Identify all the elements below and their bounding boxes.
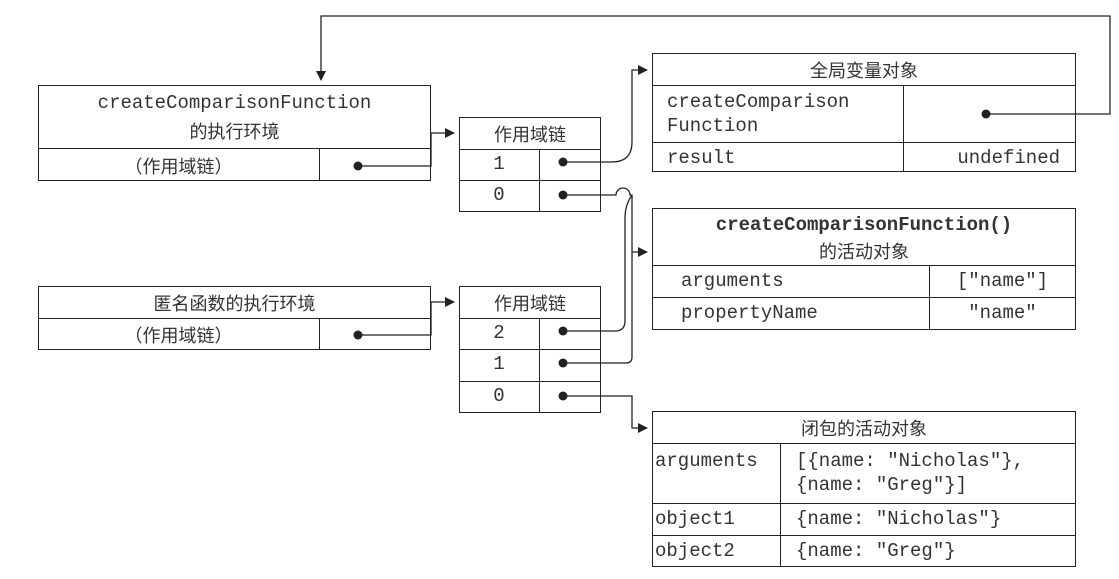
connector-line: [563, 252, 633, 364]
scope-chain-top-box: [459, 117, 601, 212]
connector-line: [563, 187, 648, 257]
divider: [652, 443, 1076, 444]
divider: [652, 297, 1076, 298]
create-activation-object-box: [652, 208, 1076, 330]
anon-context-scope-label: （作用域链）: [124, 326, 233, 347]
divider: [929, 265, 930, 330]
connector-line: [316, 15, 1111, 115]
divider: [459, 381, 601, 382]
create-activation-row-name: propertyName: [681, 302, 818, 324]
create-execution-context-box: [38, 85, 431, 181]
create-activation-row-value: ["name"]: [956, 270, 1049, 292]
pointer-dot: [353, 330, 363, 340]
connector-line: [563, 395, 648, 433]
divider: [652, 85, 1076, 86]
divider: [319, 148, 320, 181]
scope-chain-bottom-index: 0: [493, 385, 505, 407]
divider: [459, 349, 601, 350]
connector-line: [358, 128, 455, 167]
divider: [459, 149, 601, 150]
create-context-title-line1: createComparisonFunction: [97, 92, 372, 114]
divider: [539, 149, 540, 212]
closure-activation-row-name: object1: [655, 508, 735, 530]
global-object-row2-name: result: [667, 147, 736, 169]
pointer-dot: [558, 358, 568, 368]
global-variable-object-box: [652, 53, 1076, 172]
create-activation-title-line2: 的活动对象: [819, 242, 909, 263]
scope-chain-top-index: 0: [493, 184, 505, 206]
create-context-title-line2: 的执行环境: [189, 122, 280, 143]
divider: [652, 142, 1076, 143]
pointer-dot: [558, 190, 568, 200]
divider: [652, 265, 1076, 266]
connector-line: [563, 65, 648, 163]
closure-activation-title: 闭包的活动对象: [801, 419, 927, 440]
divider: [38, 148, 431, 149]
pointer-dot: [353, 161, 363, 171]
create-activation-row-name: arguments: [681, 270, 784, 292]
global-object-row2-value: undefined: [957, 147, 1060, 169]
global-object-row1-name: Function: [667, 115, 759, 137]
divider: [459, 180, 601, 181]
closure-activation-row-value: {name: "Nicholas"}: [796, 508, 1002, 530]
divider: [652, 503, 1076, 504]
divider: [539, 318, 540, 413]
scope-chain-bottom-title: 作用域链: [494, 294, 566, 315]
closure-activation-row-value: {name: "Greg"}]: [796, 474, 968, 496]
create-activation-row-value: "name": [968, 302, 1037, 324]
scope-chain-top-title: 作用域链: [494, 125, 566, 146]
scope-chain-bottom-index: 2: [493, 322, 505, 344]
pointer-dot: [981, 109, 991, 119]
connector-line: [563, 194, 633, 332]
closure-activation-row-name: object2: [655, 540, 735, 562]
divider: [319, 318, 320, 350]
scope-chain-bottom-index: 1: [493, 353, 505, 375]
pointer-dot: [558, 326, 568, 336]
create-activation-title-line1: createComparisonFunction(): [715, 214, 1013, 236]
scope-chain-top-index: 1: [493, 153, 505, 175]
closure-activation-row-value: [{name: "Nicholas"},: [796, 450, 1025, 472]
connector-line: [358, 297, 455, 336]
anon-context-title: 匿名函数的执行环境: [153, 294, 316, 315]
divider: [459, 318, 601, 319]
divider: [780, 443, 781, 567]
create-context-scope-label: （作用域链）: [124, 157, 233, 178]
divider: [903, 85, 904, 172]
closure-activation-object-box: [652, 411, 1076, 567]
closure-activation-row-value: {name: "Greg"}: [796, 540, 956, 562]
divider: [652, 535, 1076, 536]
closure-activation-row-name: arguments: [655, 450, 758, 472]
global-object-title: 全局变量对象: [810, 61, 918, 82]
global-object-row1-name: createComparison: [667, 91, 850, 113]
divider: [38, 318, 431, 319]
pointer-dot: [558, 157, 568, 167]
pointer-dot: [558, 391, 568, 401]
